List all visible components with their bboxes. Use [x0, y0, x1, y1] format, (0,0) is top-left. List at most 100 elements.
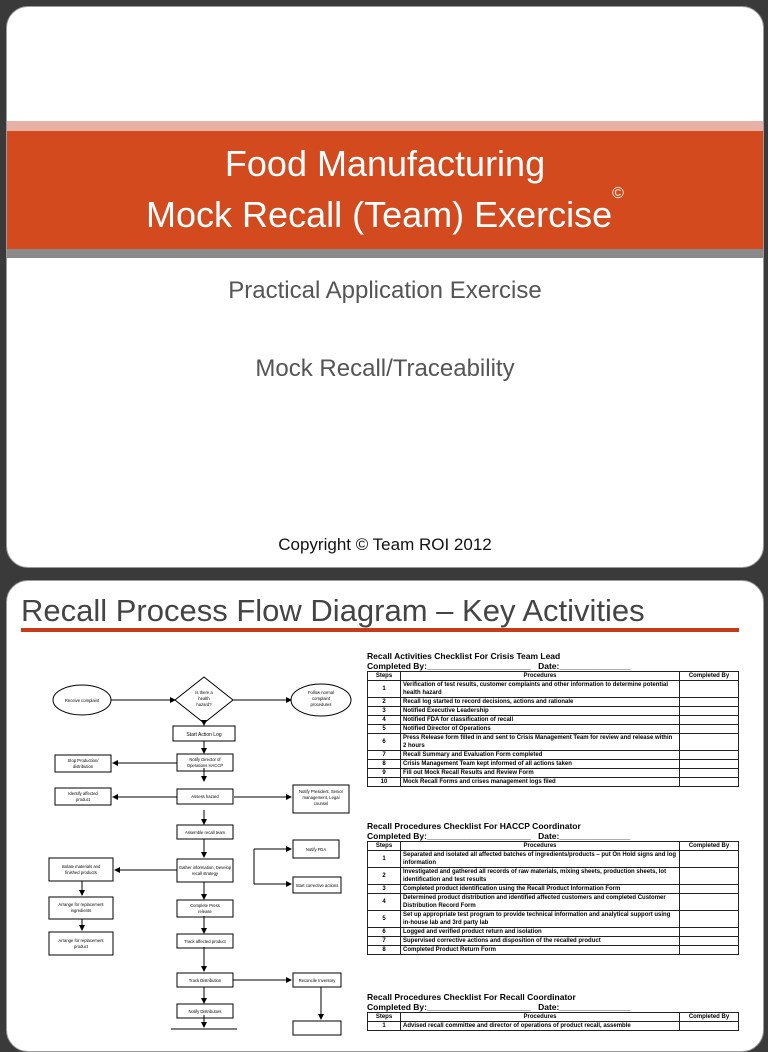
procedure-text: Advised recall committee and director of…: [400, 1021, 680, 1031]
completed-by-line: Completed By:______________________ Date…: [367, 1002, 631, 1012]
column-header: Procedures: [400, 841, 680, 851]
partial-bottom-box: [292, 1020, 342, 1036]
notify-pres-label-1: Notify President, Senior: [299, 789, 344, 794]
copyright-text: Copyright © Team ROI 2012: [278, 535, 492, 554]
completed-by-cell[interactable]: [679, 1021, 739, 1031]
gather-info-box: [176, 858, 234, 883]
completed-by-cell[interactable]: [679, 884, 739, 894]
completed-by-cell[interactable]: [679, 750, 739, 760]
step-number: 1: [367, 1021, 401, 1031]
start-log-label: Start Action Log: [186, 732, 222, 738]
completed-by-cell[interactable]: [679, 680, 739, 698]
receive-label: Receive complaint: [65, 698, 100, 703]
completed-by-line: Completed By:______________________ Date…: [367, 831, 631, 841]
corrective-actions-box: [292, 876, 342, 894]
procedure-text: Completed product identification using t…: [400, 884, 680, 894]
notify-distr-label: Notify Distributors: [188, 1009, 221, 1014]
follow-label-3: procedures: [311, 702, 332, 707]
corrective-label: Start corrective actions: [296, 883, 339, 888]
title-line-2: Mock Recall (Team) Exercise©: [146, 185, 624, 235]
arrange-ing-label-2: ingredients: [71, 908, 92, 913]
completed-by-cell[interactable]: [679, 715, 739, 725]
column-header: Procedures: [400, 1012, 680, 1022]
identify-product-box: [54, 787, 112, 806]
procedure-text: Notified Executive Leadership: [400, 706, 680, 716]
step-number: 2: [367, 697, 401, 707]
arrange-ingredients-box: [48, 896, 114, 920]
checklist-title: Recall Procedures Checklist For Recall C…: [367, 992, 576, 1002]
procedure-text: Press Release form filled in and sent to…: [400, 733, 680, 751]
completed-by-cell[interactable]: [679, 697, 739, 707]
notify-dir-label-1: Notify Director of: [189, 757, 221, 762]
assess-label: Assess hazard: [191, 794, 219, 799]
procedure-text: Notified FDA for classification of recal…: [400, 715, 680, 725]
isolate-label-1: Isolate materials and: [62, 864, 101, 869]
step-number: 5: [367, 910, 401, 928]
press-label-2: release: [198, 909, 212, 914]
step-number: 3: [367, 884, 401, 894]
step-number: 4: [367, 715, 401, 725]
notify-president-box: [292, 784, 350, 814]
completed-by-cell[interactable]: [679, 733, 739, 751]
hazard-label-1: Is there a: [195, 690, 213, 695]
press-label-1: Complete Press: [190, 903, 220, 908]
step-number: 9: [367, 768, 401, 778]
completed-by-cell[interactable]: [679, 945, 739, 955]
track-dist-label: Track Distribution: [189, 978, 222, 983]
completed-by-cell[interactable]: [679, 777, 739, 787]
notify-pres-label-3: counsel: [314, 801, 329, 806]
completed-by-cell[interactable]: [679, 768, 739, 778]
arrange-prod-label-1: Arrange for replacement: [58, 938, 104, 943]
completed-by-cell[interactable]: [679, 724, 739, 734]
slide2-title: Recall Process Flow Diagram – Key Activi…: [21, 593, 645, 628]
checklist-title: Recall Procedures Checklist For HACCP Co…: [367, 821, 581, 831]
step-number: 7: [367, 750, 401, 760]
completed-by-cell[interactable]: [679, 850, 739, 868]
health-hazard-decision: [174, 676, 234, 724]
completed-by-cell[interactable]: [679, 910, 739, 928]
step-number: 8: [367, 759, 401, 769]
step-number: 2: [367, 867, 401, 885]
step-number: 7: [367, 936, 401, 946]
title-band-top-stripe: [7, 121, 763, 131]
checklist-title: Recall Activities Checklist For Crisis T…: [367, 651, 561, 661]
column-header: Procedures: [400, 671, 680, 681]
stop-label-2: distribution: [73, 764, 94, 769]
notify-distributors-box: [176, 1003, 234, 1019]
subtitle-1: Practical Application Exercise: [228, 277, 542, 304]
title-underline: [21, 628, 739, 632]
completed-by-cell[interactable]: [679, 759, 739, 769]
column-header: Steps: [367, 841, 401, 851]
notify-director-box: [176, 753, 234, 772]
follow-label-1: Follow normal: [308, 690, 334, 695]
completed-by-cell[interactable]: [679, 867, 739, 885]
stop-label-1: Stop Production/: [68, 758, 100, 763]
completed-by-cell[interactable]: [679, 927, 739, 937]
column-header: Steps: [367, 671, 401, 681]
completed-by-cell[interactable]: [679, 706, 739, 716]
notify-dir-label-2: Operations HACCP: [187, 763, 224, 768]
flow-diagram-slide: Recall Process Flow Diagram – Key Activi…: [6, 580, 764, 1052]
identify-label-1: Identify affected: [68, 791, 98, 796]
procedure-text: Supervised corrective actions and dispos…: [400, 936, 680, 946]
completed-by-cell[interactable]: [679, 893, 739, 911]
completed-by-cell[interactable]: [679, 936, 739, 946]
procedure-text: Determined product distribution and iden…: [400, 893, 680, 911]
title-line-1: Food Manufacturing: [224, 143, 546, 184]
slide-title: Food Manufacturing Mock Recall (Team) Ex…: [7, 141, 763, 238]
